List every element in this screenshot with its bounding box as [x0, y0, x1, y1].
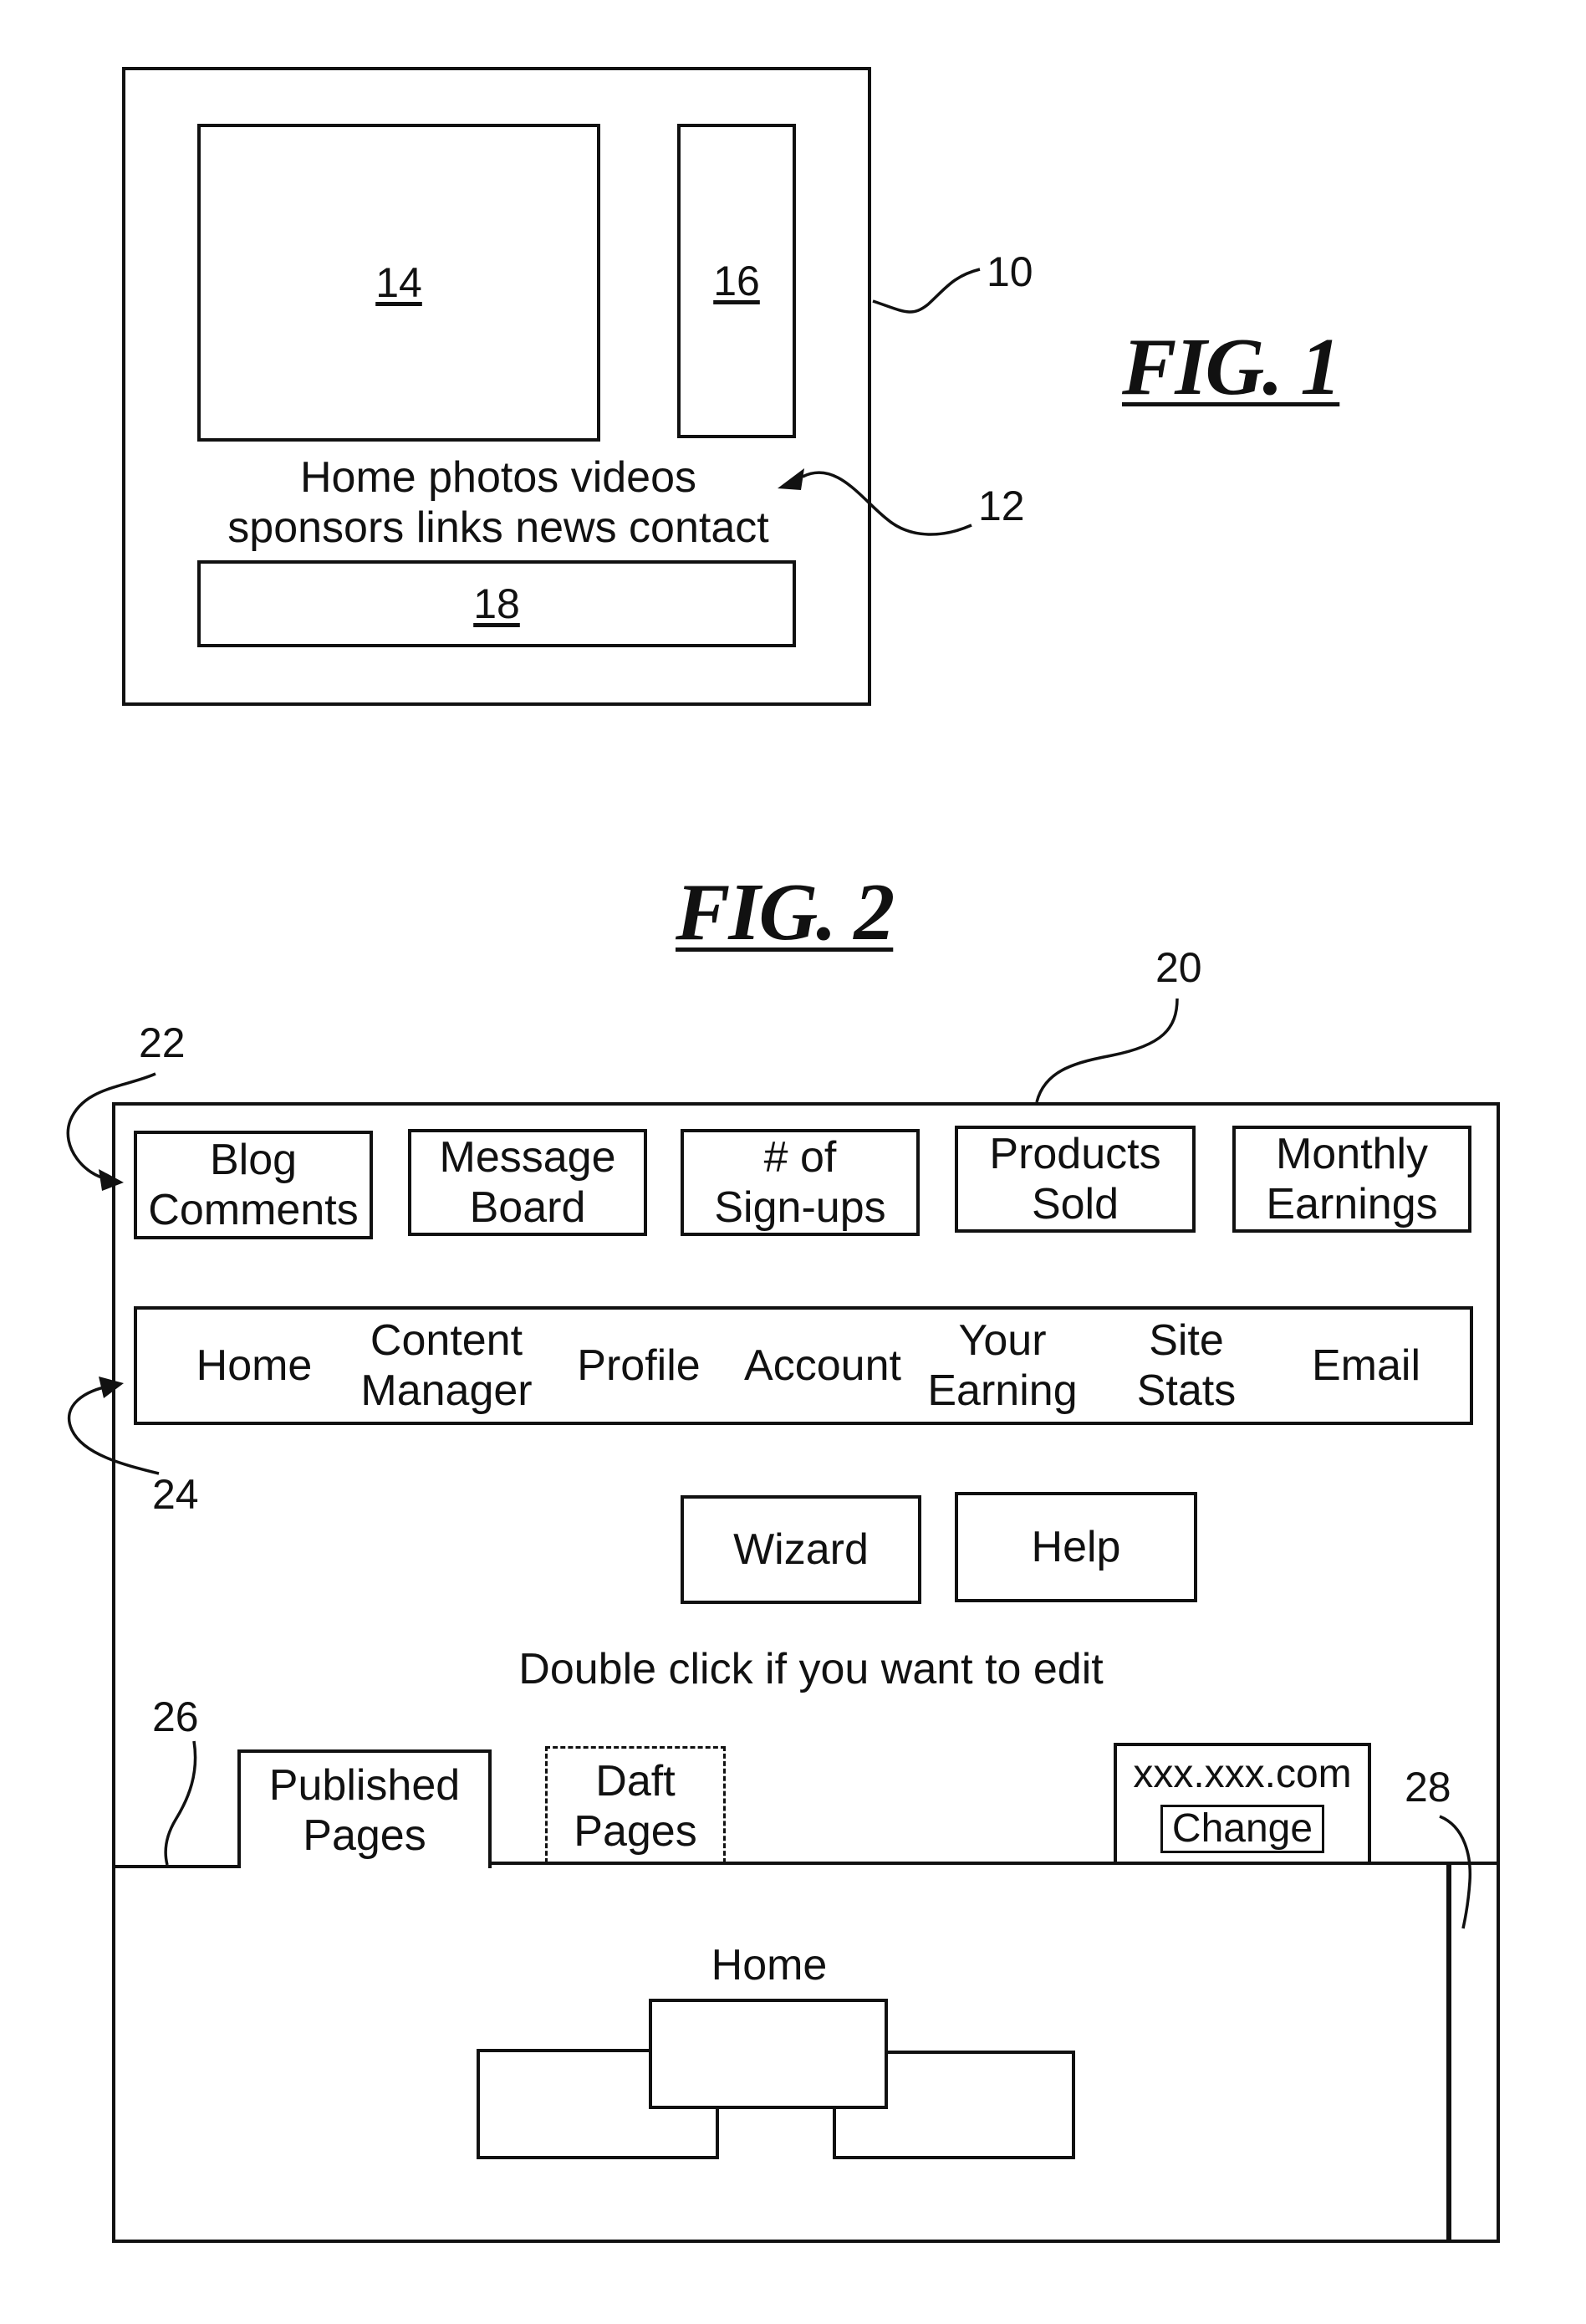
- content-panel-top-border-right: [492, 1862, 1500, 1865]
- tab-draft-pages[interactable]: Daft Pages: [545, 1746, 726, 1863]
- fig1-panel-16-ref: 16: [713, 260, 760, 302]
- tab-published-pages[interactable]: Published Pages: [237, 1749, 492, 1868]
- edit-instruction-text: Double click if you want to edit: [518, 1647, 1103, 1691]
- stats-tile-label: # of Sign-ups: [714, 1132, 885, 1233]
- nav-item-profile[interactable]: Profile: [555, 1310, 722, 1422]
- nav-item-label: Account: [744, 1341, 901, 1391]
- stats-tile-blog-comments[interactable]: Blog Comments: [134, 1131, 373, 1239]
- fig2-ref-22: 22: [139, 1022, 186, 1064]
- fig1-title: FIG. 1: [1122, 326, 1339, 408]
- nav-item-label: Email: [1312, 1341, 1420, 1391]
- stats-tile-sign-ups[interactable]: # of Sign-ups: [681, 1129, 920, 1236]
- stats-tile-label: Message Board: [440, 1132, 616, 1233]
- wizard-button-label: Wizard: [733, 1528, 869, 1571]
- fig1-panel-14-ref: 14: [375, 262, 422, 304]
- content-panel-top-border-left: [112, 1865, 237, 1868]
- fig1-panel-18-ref: 18: [473, 583, 520, 625]
- domain-box: xxx.xxx.com Change: [1114, 1743, 1371, 1865]
- nav-item-email[interactable]: Email: [1283, 1310, 1450, 1422]
- nav-item-label: Profile: [577, 1341, 700, 1391]
- fig1-panel-18: 18: [197, 560, 796, 647]
- stats-tile-message-board[interactable]: Message Board: [408, 1129, 647, 1236]
- nav-item-your-earning[interactable]: Your Earning: [915, 1310, 1090, 1422]
- nav-item-content-manager[interactable]: Content Manager: [346, 1310, 547, 1422]
- fig1-nav-line-1: Home photos videos: [300, 456, 696, 499]
- fig1-nav-line-2: sponsors links news contact: [227, 506, 768, 549]
- nav-item-account[interactable]: Account: [722, 1310, 923, 1422]
- sitemap-page-home[interactable]: [649, 1999, 888, 2109]
- help-button-label: Help: [1032, 1525, 1121, 1569]
- nav-item-home[interactable]: Home: [179, 1310, 329, 1422]
- stats-tile-monthly-earnings[interactable]: Monthly Earnings: [1232, 1126, 1471, 1233]
- stats-tile-label: Monthly Earnings: [1266, 1129, 1437, 1229]
- sitemap-home-label: Home: [686, 1940, 853, 1990]
- change-domain-button[interactable]: Change: [1160, 1805, 1324, 1853]
- fig1-ref-10: 10: [987, 251, 1033, 293]
- wizard-button[interactable]: Wizard: [681, 1495, 921, 1604]
- domain-url-text: xxx.xxx.com: [1133, 1754, 1351, 1795]
- edit-instruction: Double click if you want to edit: [468, 1642, 1154, 1696]
- leader-10: [873, 269, 980, 312]
- nav-item-site-stats[interactable]: Site Stats: [1107, 1310, 1266, 1422]
- stats-tile-label: Products Sold: [989, 1129, 1160, 1229]
- nav-item-label: Your Earning: [927, 1315, 1077, 1416]
- nav-item-label: Site Stats: [1137, 1315, 1237, 1416]
- leader-20: [1037, 999, 1177, 1102]
- nav-item-label: Home: [196, 1341, 313, 1391]
- stats-tile-label: Blog Comments: [148, 1135, 358, 1235]
- vertical-scrollbar[interactable]: [1446, 1862, 1451, 2243]
- fig1-panel-16: 16: [677, 124, 796, 438]
- fig1-nav-menu: Home photos videos sponsors links news c…: [197, 448, 799, 557]
- change-domain-label: Change: [1172, 1809, 1313, 1849]
- sitemap-home-text: Home: [711, 1943, 828, 1987]
- fig2-title: FIG. 2: [676, 871, 893, 953]
- help-button[interactable]: Help: [955, 1492, 1197, 1602]
- nav-item-label: Content Manager: [360, 1315, 532, 1416]
- fig2-nav-bar: Home Content Manager Profile Account You…: [134, 1306, 1473, 1425]
- fig2-ref-20: 20: [1155, 947, 1202, 988]
- fig1-ref-12: 12: [978, 485, 1025, 527]
- tab-draft-label: Daft Pages: [574, 1756, 696, 1857]
- domain-url: xxx.xxx.com: [1117, 1751, 1368, 1798]
- stats-tile-products-sold[interactable]: Products Sold: [955, 1126, 1196, 1233]
- fig1-panel-14: 14: [197, 124, 600, 442]
- tab-published-label: Published Pages: [269, 1760, 460, 1861]
